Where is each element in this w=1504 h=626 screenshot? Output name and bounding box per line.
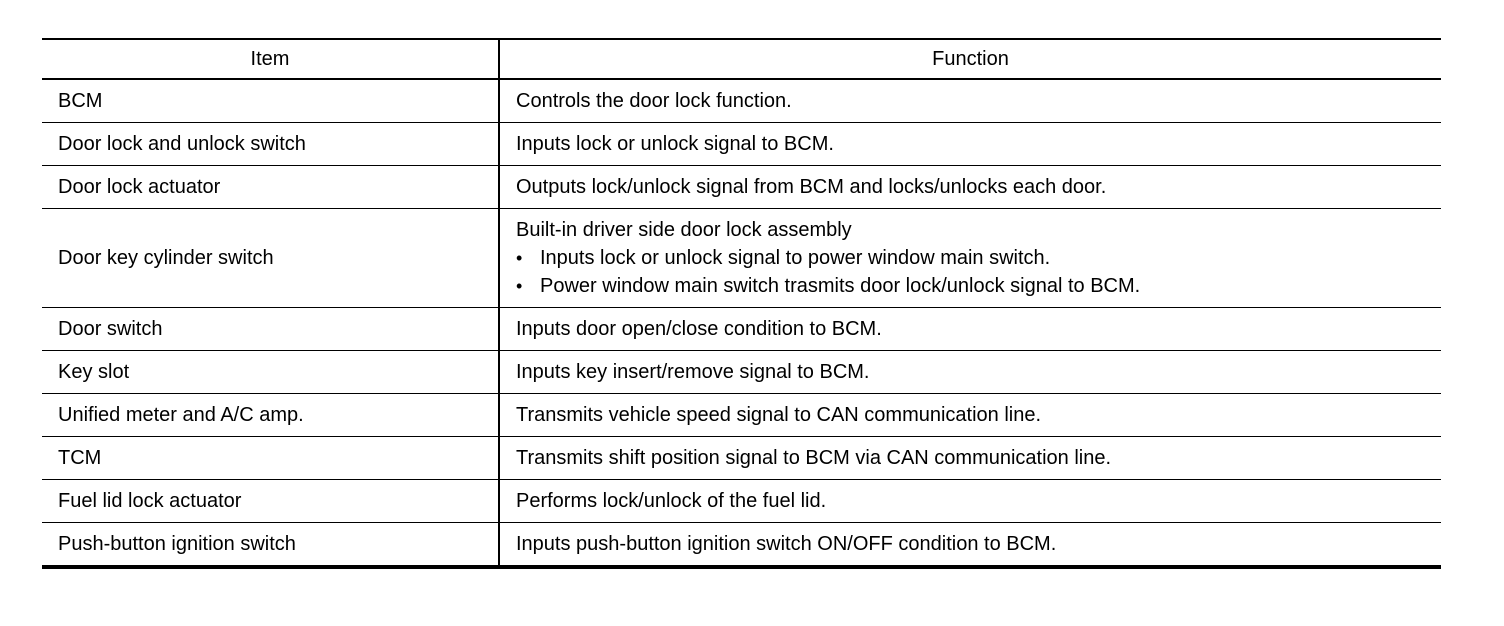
- function-cell: Inputs push-button ignition switch ON/OF…: [499, 522, 1441, 568]
- function-bullet-line: • Power window main switch trasmits door …: [516, 272, 1427, 300]
- function-line: Inputs door open/close condition to BCM.: [516, 315, 1427, 343]
- item-cell: Unified meter and A/C amp.: [42, 393, 500, 437]
- table-row: Unified meter and A/C amp. Transmits veh…: [42, 393, 1441, 437]
- function-line: Built-in driver side door lock assembly: [516, 216, 1427, 244]
- item-cell: Fuel lid lock actuator: [42, 479, 500, 523]
- function-text: Performs lock/unlock of the fuel lid.: [516, 490, 827, 512]
- function-text: Transmits vehicle speed signal to CAN co…: [516, 404, 1042, 426]
- function-text: Controls the door lock function.: [516, 90, 792, 112]
- function-text: Outputs lock/unlock signal from BCM and …: [516, 176, 1107, 198]
- function-cell: Outputs lock/unlock signal from BCM and …: [499, 165, 1441, 209]
- function-cell: Built-in driver side door lock assembly •…: [499, 208, 1441, 308]
- item-cell: Door switch: [42, 307, 500, 351]
- function-cell: Controls the door lock function.: [499, 79, 1441, 123]
- item-cell: Door lock actuator: [42, 165, 500, 209]
- function-line: Transmits shift position signal to BCM v…: [516, 444, 1427, 472]
- table-row: Door key cylinder switch Built-in driver…: [42, 208, 1441, 308]
- bullet-icon: •: [516, 248, 523, 268]
- function-cell: Inputs door open/close condition to BCM.: [499, 307, 1441, 351]
- function-cell: Inputs key insert/remove signal to BCM.: [499, 350, 1441, 394]
- column-header-item: Item: [42, 39, 500, 80]
- function-line: Transmits vehicle speed signal to CAN co…: [516, 401, 1427, 429]
- function-cell: Transmits vehicle speed signal to CAN co…: [499, 393, 1441, 437]
- function-line: Controls the door lock function.: [516, 87, 1427, 115]
- item-function-table: Item Function BCM Controls the door lock…: [42, 38, 1441, 569]
- item-cell: TCM: [42, 436, 500, 480]
- function-text: Inputs door open/close condition to BCM.: [516, 318, 882, 340]
- column-header-function: Function: [499, 39, 1441, 80]
- table-body: BCM Controls the door lock function. Doo…: [42, 79, 1441, 568]
- function-cell: Transmits shift position signal to BCM v…: [499, 436, 1441, 480]
- table-row: TCM Transmits shift position signal to B…: [42, 436, 1441, 480]
- function-cell: Performs lock/unlock of the fuel lid.: [499, 479, 1441, 523]
- table-row: Door lock actuator Outputs lock/unlock s…: [42, 165, 1441, 209]
- item-cell: Door lock and unlock switch: [42, 122, 500, 166]
- header-row: Item Function: [42, 39, 1441, 80]
- function-line: Inputs key insert/remove signal to BCM.: [516, 358, 1427, 386]
- table-row: BCM Controls the door lock function.: [42, 79, 1441, 123]
- function-text: Inputs lock or unlock signal to power wi…: [540, 247, 1051, 269]
- table-row: Door switch Inputs door open/close condi…: [42, 307, 1441, 351]
- function-text: Inputs lock or unlock signal to BCM.: [516, 133, 834, 155]
- function-text: Built-in driver side door lock assembly: [516, 219, 852, 241]
- function-line: Outputs lock/unlock signal from BCM and …: [516, 173, 1427, 201]
- table-row: Key slot Inputs key insert/remove signal…: [42, 350, 1441, 394]
- item-cell: BCM: [42, 79, 500, 123]
- table-row: Push-button ignition switch Inputs push-…: [42, 522, 1441, 568]
- table-row: Door lock and unlock switch Inputs lock …: [42, 122, 1441, 166]
- function-text: Power window main switch trasmits door l…: [540, 275, 1141, 297]
- function-text: Inputs push-button ignition switch ON/OF…: [516, 533, 1057, 555]
- table-row: Fuel lid lock actuator Performs lock/unl…: [42, 479, 1441, 523]
- function-line: Performs lock/unlock of the fuel lid.: [516, 487, 1427, 515]
- function-line: Inputs push-button ignition switch ON/OF…: [516, 530, 1427, 558]
- function-text: Transmits shift position signal to BCM v…: [516, 447, 1112, 469]
- function-cell: Inputs lock or unlock signal to BCM.: [499, 122, 1441, 166]
- function-text: Inputs key insert/remove signal to BCM.: [516, 361, 870, 383]
- item-cell: Door key cylinder switch: [42, 208, 500, 308]
- function-bullet-line: • Inputs lock or unlock signal to power w…: [516, 244, 1427, 272]
- item-cell: Key slot: [42, 350, 500, 394]
- item-cell: Push-button ignition switch: [42, 522, 500, 568]
- function-line: Inputs lock or unlock signal to BCM.: [516, 130, 1427, 158]
- bullet-icon: •: [516, 276, 523, 296]
